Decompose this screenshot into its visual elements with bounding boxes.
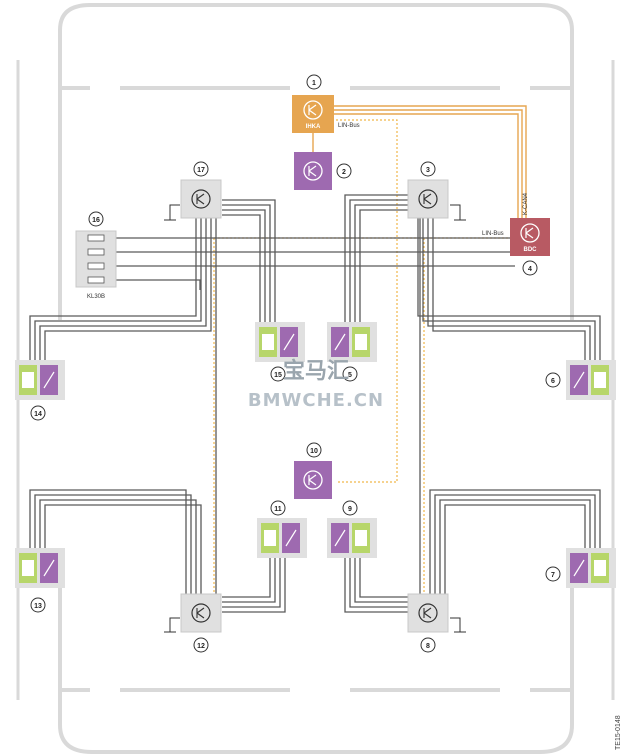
callout-11: 11 [274, 506, 282, 513]
fuse-block: KL30B [75, 230, 117, 300]
actuator-module-2 [294, 152, 332, 190]
callout-4: 4 [528, 266, 532, 273]
callout-2: 2 [342, 169, 346, 176]
actuator-module-10 [294, 461, 332, 499]
k-can-label: K-CAN4 [523, 192, 529, 215]
wiring-harness [29, 194, 601, 613]
callout-13: 13 [34, 603, 42, 610]
callout-8: 8 [426, 643, 430, 650]
callout-17: 17 [197, 167, 205, 174]
transistor-icon [520, 223, 540, 243]
bdc-module: BDC [510, 218, 550, 256]
callout-5: 5 [348, 372, 352, 379]
callout-7: 7 [551, 572, 555, 579]
callout-16: 16 [92, 217, 100, 224]
ihka-module: IHKA [292, 95, 334, 133]
junction-module-8 [407, 593, 449, 633]
lin-bus-label-right: LIN-Bus [482, 231, 504, 237]
callout-1: 1 [312, 80, 316, 87]
lin-bus-lines [213, 119, 515, 598]
callout-labels: 1 2 3 4 5 6 7 8 9 10 11 12 13 14 15 16 1… [34, 80, 555, 650]
callout-14: 14 [34, 411, 42, 418]
vehicle-outline [16, 3, 615, 754]
lin-bus-label-top: LIN-Bus [338, 123, 360, 129]
bdc-label: BDC [524, 247, 538, 253]
callout-6: 6 [551, 378, 555, 385]
watermark-cjk: 宝马汇 [283, 358, 349, 384]
watermark-latin: BMWCHE.CN [248, 390, 384, 411]
kl30b-label: KL30B [87, 294, 105, 300]
junction-module-3 [407, 179, 449, 219]
sensor-actuator-pairs [15, 322, 616, 588]
ihka-label: IHKA [306, 124, 321, 130]
callouts [30, 74, 561, 653]
callout-3: 3 [426, 167, 430, 174]
k-can-lines [334, 105, 527, 220]
transistor-icon [303, 100, 323, 120]
ground-symbols [164, 204, 466, 633]
callout-9: 9 [348, 506, 352, 513]
callout-12: 12 [197, 643, 205, 650]
junction-module-17 [180, 179, 222, 219]
junction-module-12 [180, 593, 222, 633]
callout-15: 15 [274, 372, 282, 379]
document-id: TE15-0148 [615, 715, 622, 750]
callout-10: 10 [310, 448, 318, 455]
